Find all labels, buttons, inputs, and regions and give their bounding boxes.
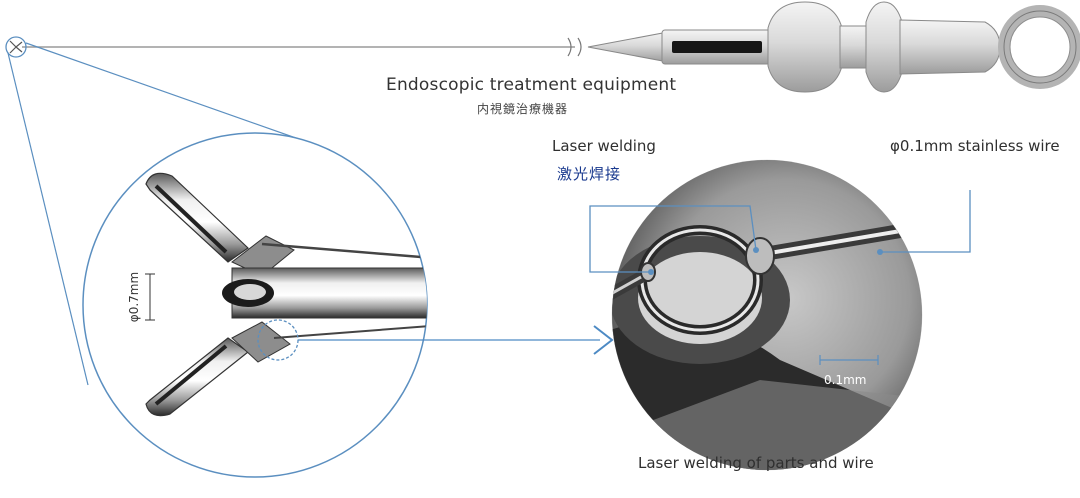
wire-spec-label: φ0.1mm stainless wire: [890, 137, 1060, 155]
zoom-callout-lines: [7, 42, 331, 386]
equipment-title: Endoscopic treatment equipment: [386, 75, 677, 95]
laser-welding-label: Laser welding: [552, 137, 656, 155]
bottom-caption: Laser welding of parts and wire: [638, 454, 874, 472]
weld-callout: [298, 325, 614, 355]
scale-label: 0.1mm: [824, 373, 866, 387]
forceps-magnified: φ0.7mm: [82, 132, 428, 478]
tip-highlight: [5, 36, 27, 58]
arrow-icon: [593, 325, 614, 355]
equipment-title-cn: 内視鏡治療機器: [477, 102, 569, 116]
laser-welding-label-cn: 激光焊接: [557, 165, 622, 183]
weld-photo: 0.1mm: [589, 159, 971, 471]
instrument-top: [22, 1, 1080, 93]
diameter-label: φ0.7mm: [127, 272, 141, 322]
